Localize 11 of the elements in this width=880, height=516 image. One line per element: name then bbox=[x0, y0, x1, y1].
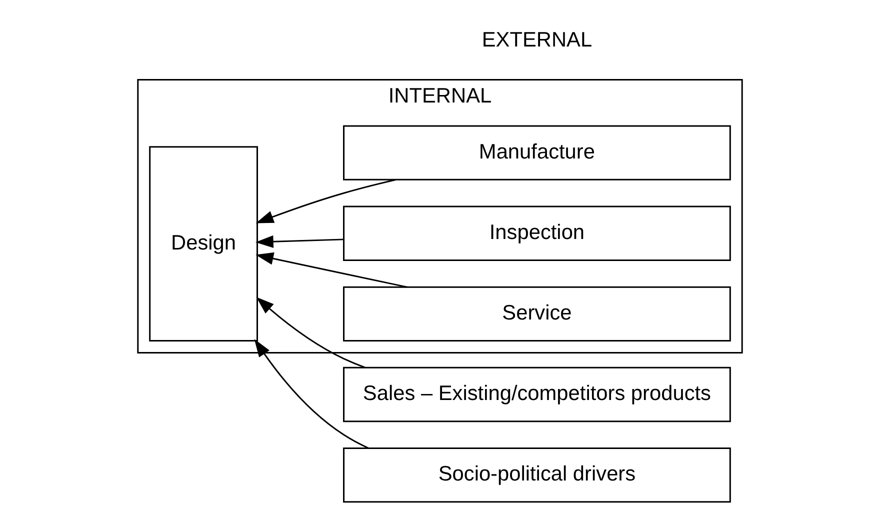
arrow bbox=[256, 252, 408, 288]
node-box: Sales – Existing/competitors products bbox=[343, 366, 731, 422]
label: EXTERNAL bbox=[482, 28, 592, 52]
node-box: Design bbox=[149, 146, 258, 342]
arrow bbox=[255, 235, 344, 248]
node-box: Manufacture bbox=[343, 125, 731, 180]
node-box: Service bbox=[343, 286, 731, 342]
arrow bbox=[254, 338, 369, 449]
arrow bbox=[256, 179, 396, 224]
node-box: Socio-political drivers bbox=[343, 447, 731, 503]
node-box: Inspection bbox=[343, 206, 731, 261]
